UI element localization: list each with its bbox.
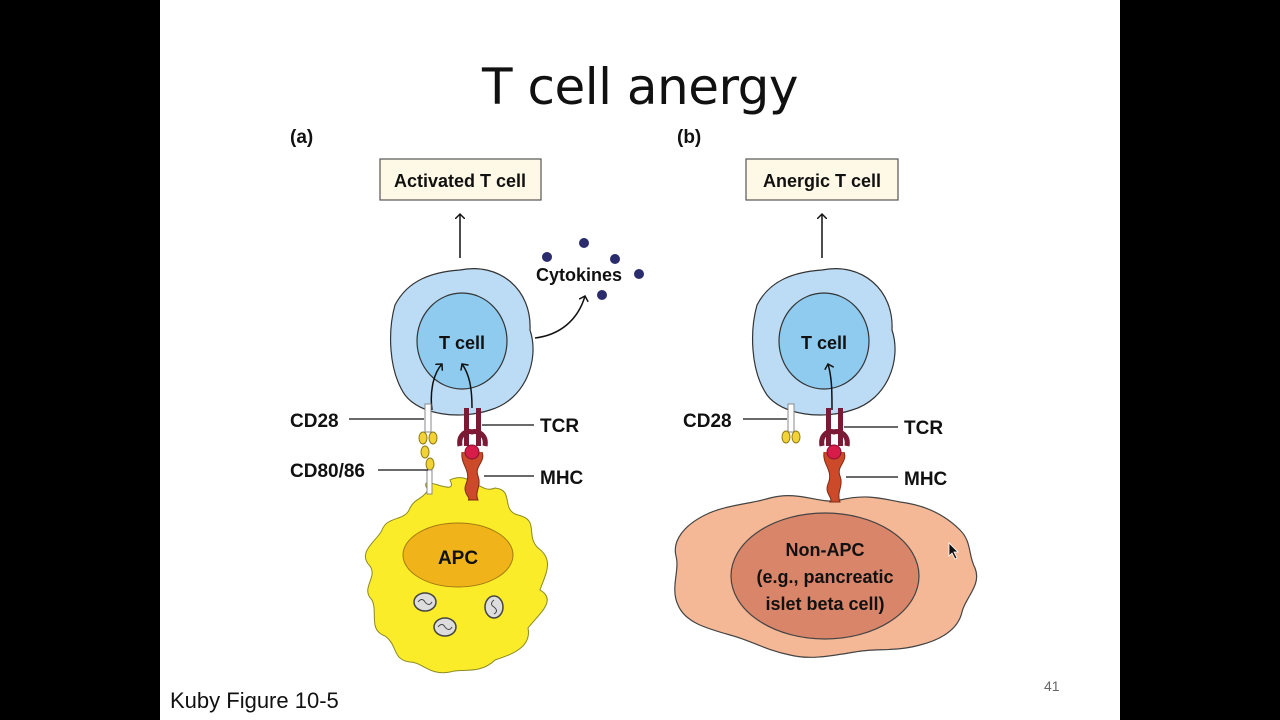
panel-b-label: (b) bbox=[677, 127, 701, 148]
panel-b: (b) Anergic T cell Non-APC (e.g., pancre… bbox=[674, 127, 978, 658]
tcr-only-signal-arrow bbox=[828, 364, 832, 411]
tcr-signal-arrow bbox=[462, 364, 473, 409]
anergic-tcell-box bbox=[745, 158, 899, 201]
page-title: T cell anergy bbox=[482, 58, 798, 116]
activated-tcell-label: Activated T cell bbox=[394, 171, 526, 191]
figure-caption: Kuby Figure 10-5 bbox=[170, 688, 339, 713]
tcr-b-label: TCR bbox=[904, 418, 943, 439]
mouse-cursor-icon bbox=[948, 542, 959, 560]
nonapc-label-3: islet beta cell) bbox=[765, 594, 884, 614]
tcell-a-label: T cell bbox=[439, 333, 485, 353]
panel-a-label: (a) bbox=[290, 127, 313, 148]
activated-tcell-box bbox=[379, 158, 542, 201]
cd28-b-receptor bbox=[781, 403, 801, 444]
mhc-b-label: MHC bbox=[904, 469, 948, 490]
tcell-b-nucleus bbox=[778, 292, 870, 390]
panel-a: (a) Activated T cell APC T cell bbox=[290, 127, 644, 674]
nonapc-nucleus bbox=[730, 512, 920, 640]
tcr-mhc-b-complex bbox=[819, 408, 850, 503]
tcr-a-label: TCR bbox=[540, 416, 579, 437]
slide: T cell anergy (a) Activated T cell APC bbox=[160, 0, 1120, 720]
mhc-a-label: MHC bbox=[540, 468, 584, 489]
apc-label: APC bbox=[438, 548, 478, 569]
tcell-b-label: T cell bbox=[801, 333, 847, 353]
tcr-mhc-complex bbox=[457, 408, 488, 501]
cytokines-label: Cytokines bbox=[536, 265, 622, 285]
cd28-a-label: CD28 bbox=[290, 411, 339, 432]
cytokine-arrow bbox=[534, 296, 585, 339]
nonapc-label-2: (e.g., pancreatic bbox=[756, 567, 893, 587]
anergy-diagram: (a) Activated T cell APC T cell bbox=[290, 127, 978, 674]
cd28-receptor bbox=[418, 403, 438, 495]
cd28-b-label: CD28 bbox=[683, 411, 732, 432]
cd80-label: CD80/86 bbox=[290, 461, 365, 482]
nonapc-label-1: Non-APC bbox=[786, 540, 865, 560]
apc-nucleus bbox=[402, 522, 514, 588]
slide-number: 41 bbox=[1044, 678, 1060, 694]
anergic-tcell-label: Anergic T cell bbox=[763, 171, 881, 191]
mitochondria bbox=[413, 592, 504, 637]
cytokine-dots bbox=[542, 238, 644, 300]
cd28-signal-arrow bbox=[430, 364, 442, 411]
